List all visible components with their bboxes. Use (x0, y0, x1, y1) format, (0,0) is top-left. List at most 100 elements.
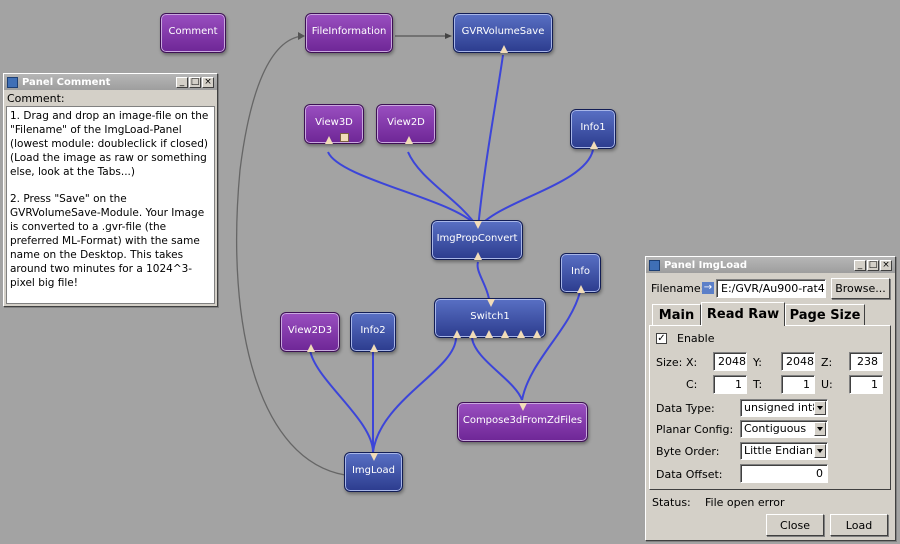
size-z-field[interactable]: 238 (849, 352, 883, 371)
planar-config-select[interactable]: Contiguous (740, 420, 828, 438)
planar-config-label: Planar Config: (656, 423, 734, 436)
input-port[interactable] (474, 252, 482, 260)
module-info2[interactable]: Info2 (350, 312, 396, 352)
input-port[interactable] (577, 285, 585, 293)
maximize-button[interactable]: □ (189, 76, 201, 88)
size-x-field[interactable]: 2048 (713, 352, 747, 371)
status-label: Status: (652, 496, 691, 509)
panel-comment-titlebar[interactable]: Panel Comment _ □ × (4, 74, 217, 90)
input-port[interactable] (405, 136, 413, 144)
tab-page-size[interactable]: Page Size (785, 304, 865, 326)
module-label: Info (571, 265, 590, 277)
connection-convert-view2d (407, 151, 479, 229)
panel-comment-window[interactable]: Panel Comment _ □ × Comment: 1. Drag and… (3, 73, 218, 307)
y-label: Y: (753, 356, 762, 369)
output-port[interactable] (487, 299, 495, 307)
input-port[interactable] (517, 330, 525, 338)
tab-main[interactable]: Main (652, 304, 701, 326)
comment-label: Comment: (7, 92, 65, 105)
input-port[interactable] (453, 330, 461, 338)
module-info[interactable]: Info (560, 253, 601, 293)
input-port[interactable] (469, 330, 477, 338)
input-port[interactable] (485, 330, 493, 338)
comment-paragraph: 1. Drag and drop an image-file on the "F… (10, 110, 209, 178)
input-port[interactable] (590, 141, 598, 149)
size-label: Size: (656, 356, 683, 369)
input-port[interactable] (500, 45, 508, 53)
data-offset-field[interactable]: 0 (740, 464, 828, 483)
module-label: FileInformation (311, 25, 387, 37)
byte-order-select[interactable]: Little Endian (740, 442, 828, 460)
input-port[interactable] (325, 136, 333, 144)
data-type-label: Data Type: (656, 402, 715, 415)
module-view2d3[interactable]: View2D3 (280, 312, 340, 352)
panel-imgload-window[interactable]: Panel ImgLoad _ □ × Filename: → E:/GVR/A… (645, 256, 896, 541)
module-comment[interactable]: Comment (160, 13, 226, 53)
window-title: Panel Comment (22, 76, 111, 88)
size-t-field[interactable]: 1 (781, 375, 815, 394)
connection-compose-info (521, 291, 581, 401)
chevron-down-icon[interactable] (814, 444, 826, 458)
u-label: U: (821, 378, 833, 391)
browse-button[interactable]: Browse... (831, 278, 890, 299)
close-button[interactable]: × (202, 76, 214, 88)
arrowhead (298, 32, 305, 40)
input-port[interactable] (307, 344, 315, 352)
window-app-icon (649, 259, 660, 271)
module-compose3d[interactable]: Compose3dFromZdFiles (457, 402, 588, 442)
module-label: View2D3 (287, 324, 333, 336)
module-img-load[interactable]: ImgLoad (344, 452, 403, 492)
arrow-right-icon: → (702, 282, 714, 294)
comment-paragraph: 2. Press "Save" on the GVRVolumeSave-Mod… (10, 193, 205, 289)
module-label: GVRVolumeSave (461, 25, 545, 37)
size-c-field[interactable]: 1 (713, 375, 747, 394)
field-connection-imgload-fileinfo (235, 35, 346, 476)
module-view2d[interactable]: View2D (376, 104, 436, 144)
minimize-button[interactable]: _ (854, 259, 866, 271)
filename-field[interactable]: E:/GVR/Au900-rat4-07 (716, 279, 826, 298)
module-switch1[interactable]: Switch1 (434, 298, 546, 338)
comment-textarea[interactable]: 1. Drag and drop an image-file on the "F… (6, 106, 215, 304)
module-img-prop-convert[interactable]: ImgPropConvert (431, 220, 523, 260)
close-panel-button[interactable]: Close (766, 514, 824, 536)
maximize-button[interactable]: □ (867, 259, 879, 271)
module-file-information[interactable]: FileInformation (305, 13, 393, 53)
x-label: X: (686, 356, 698, 369)
connection-imgload-view2d3 (309, 349, 374, 453)
module-info1[interactable]: Info1 (570, 109, 616, 149)
panel-imgload-titlebar[interactable]: Panel ImgLoad _ □ × (646, 257, 895, 273)
data-type-select[interactable]: unsigned int8 (740, 399, 828, 417)
enable-checkbox[interactable]: ✓ (656, 333, 667, 344)
status-value: File open error (705, 496, 785, 509)
close-button[interactable]: × (880, 259, 892, 271)
module-label: Compose3dFromZdFiles (462, 414, 583, 426)
size-u-field[interactable]: 1 (849, 375, 883, 394)
output-port[interactable] (370, 453, 378, 461)
tab-read-raw[interactable]: Read Raw (701, 302, 785, 326)
select-value: Little Endian (744, 444, 813, 457)
select-value: unsigned int8 (744, 401, 820, 414)
module-view3d[interactable]: View3D (304, 104, 364, 144)
module-label: ImgPropConvert (436, 232, 518, 244)
input-port[interactable] (370, 344, 378, 352)
load-button[interactable]: Load (830, 514, 888, 536)
window-app-icon (7, 76, 18, 88)
input-port[interactable] (533, 330, 541, 338)
data-offset-label: Data Offset: (656, 468, 723, 481)
module-label: ImgLoad (351, 464, 396, 476)
chevron-down-icon[interactable] (814, 401, 826, 415)
minimize-button[interactable]: _ (176, 76, 188, 88)
output-port[interactable] (340, 133, 349, 142)
connection-convert-gvrsave (477, 54, 504, 229)
t-label: T: (753, 378, 763, 391)
byte-order-label: Byte Order: (656, 445, 720, 458)
module-label: Comment (168, 25, 218, 37)
module-gvr-volume-save[interactable]: GVRVolumeSave (453, 13, 553, 53)
size-y-field[interactable]: 2048 (781, 352, 815, 371)
output-port[interactable] (474, 221, 482, 229)
output-port[interactable] (519, 403, 527, 411)
connection-convert-view3d (327, 151, 479, 229)
window-title: Panel ImgLoad (664, 259, 748, 271)
input-port[interactable] (501, 330, 509, 338)
chevron-down-icon[interactable] (814, 422, 826, 436)
